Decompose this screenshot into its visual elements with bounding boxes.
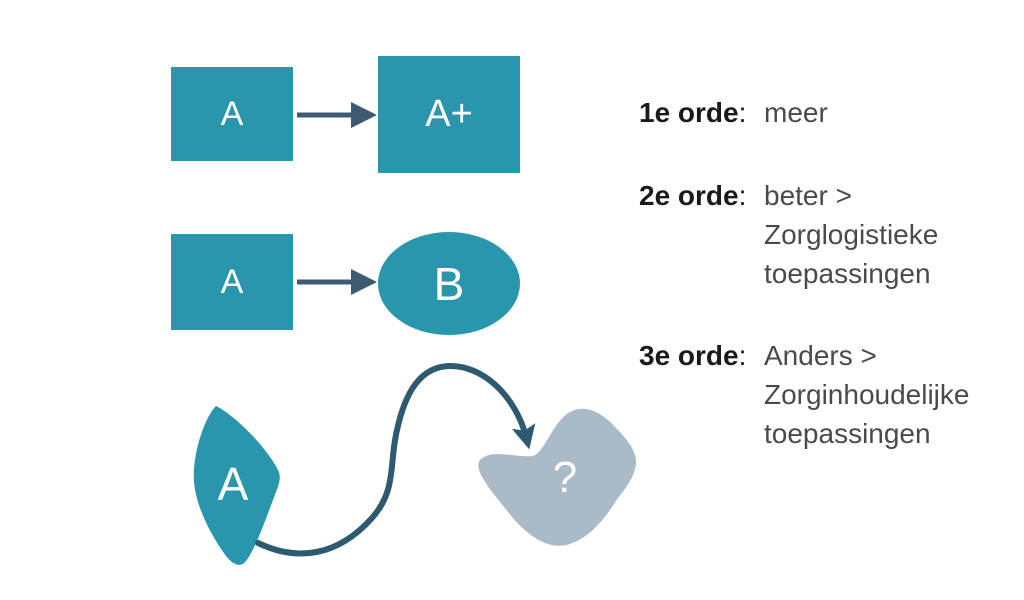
shape-letter-a2: A (220, 262, 244, 301)
legend-colon: : (738, 180, 747, 211)
blob-a (193, 406, 280, 565)
legend-entry-3: 3e orde: Anders > Zorginhoudelijke toepa… (639, 336, 969, 453)
legend-term-3: 3e orde: (639, 336, 764, 453)
right-arrow-icon (297, 269, 377, 295)
curved-arrow-icon (255, 362, 536, 557)
shape-letter-b: B (433, 257, 465, 310)
right-arrow-icon (297, 102, 377, 128)
legend-line: Anders > (764, 340, 877, 371)
legend-entry-2: 2e orde: beter > Zorglogistieke toepassi… (639, 176, 938, 293)
legend-line: Zorglogistieke (764, 219, 939, 250)
shape-letter-a-plus: A+ (425, 93, 473, 135)
legend-definition-2: beter > Zorglogistieke toepassingen (764, 176, 938, 293)
shape-letter-a1: A (220, 94, 244, 133)
legend-colon: : (738, 97, 747, 128)
legend-line: beter > (764, 180, 852, 211)
legend-term-1: 1e orde: (639, 93, 764, 132)
legend-term-text: 1e orde (639, 97, 739, 128)
legend-definition-1: meer (764, 93, 828, 132)
ellipse-b: B (378, 232, 520, 335)
box-a-plus: A+ (378, 56, 520, 173)
legend-line: Zorginhoudelijke (764, 379, 970, 410)
shape-letter-question: ? (552, 453, 578, 502)
legend-line: toepassingen (764, 258, 931, 289)
legend-term-2: 2e orde: (639, 176, 764, 293)
legend-term-text: 3e orde (639, 340, 739, 371)
box-a-1: A (171, 67, 293, 161)
legend-entry-1: 1e orde: meer (639, 93, 828, 132)
blob-unknown (478, 408, 637, 546)
box-a-2: A (171, 234, 293, 330)
legend-colon: : (738, 340, 747, 371)
shape-letter-blob-a: A (217, 458, 249, 510)
legend-line: toepassingen (764, 418, 931, 449)
legend-line: meer (764, 97, 828, 128)
legend-term-text: 2e orde (639, 180, 739, 211)
legend-definition-3: Anders > Zorginhoudelijke toepassingen (764, 336, 969, 453)
